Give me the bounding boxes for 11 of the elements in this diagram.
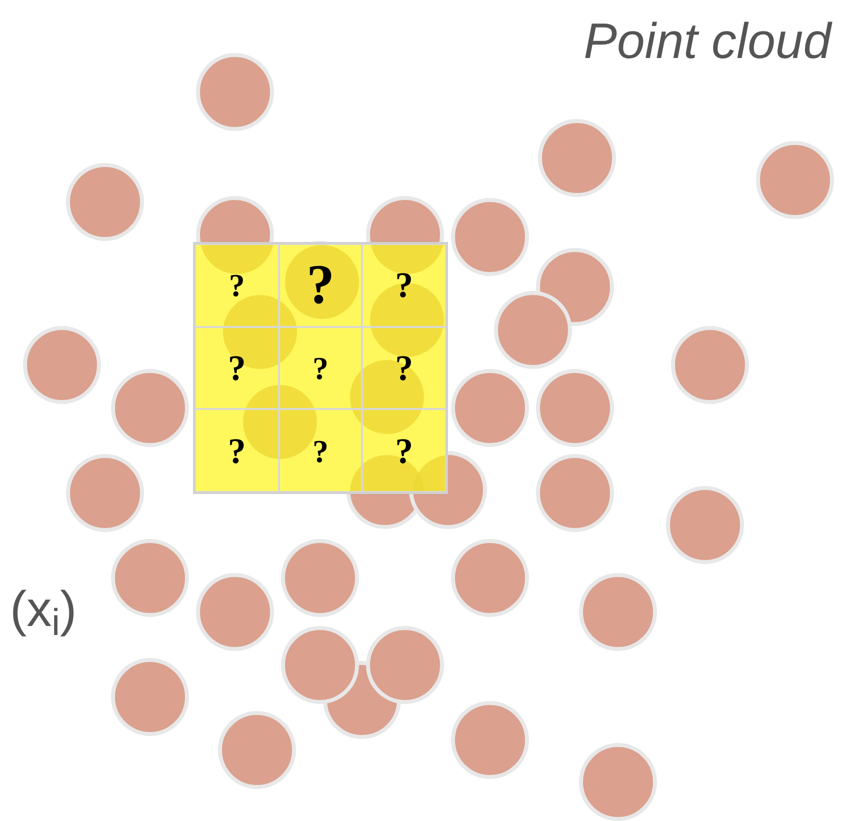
point-label: (x$_{i}$) [10,580,77,640]
unknown-value: ? [228,269,245,302]
unknown-value: ? [395,432,414,469]
unknown-value: ? [312,352,328,384]
unknown-value: ? [228,432,246,469]
unknown-value: ? [306,257,334,314]
unknown-value: ? [395,350,414,386]
unknown-value: ? [228,350,246,386]
unknown-value: ? [395,267,414,304]
unknown-value: ? [312,434,328,467]
title: Point cloud [584,12,831,71]
